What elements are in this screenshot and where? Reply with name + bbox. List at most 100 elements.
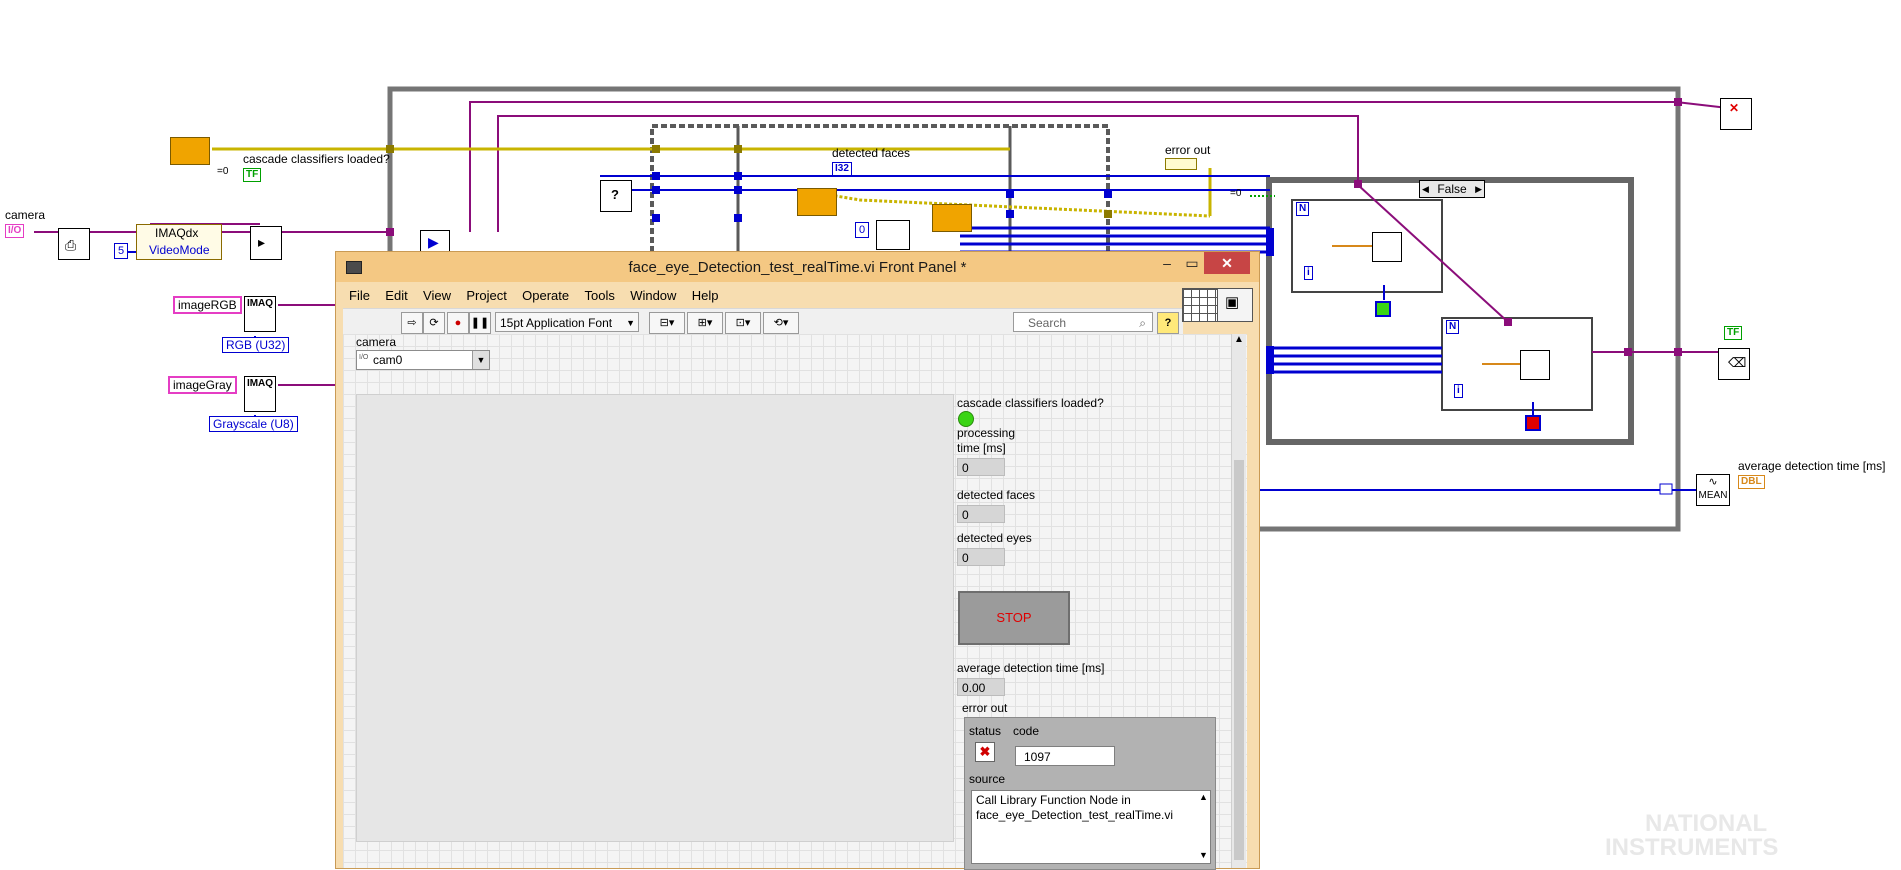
image-rgb-control[interactable]: imageRGB: [173, 296, 242, 314]
question-icon: ?: [611, 187, 619, 202]
case-selector[interactable]: ◀ False ▶: [1419, 180, 1485, 198]
cascade-label: cascade classifiers loaded?: [957, 396, 1104, 410]
search-placeholder: Search: [1028, 316, 1067, 330]
menu-window[interactable]: Window: [630, 288, 677, 303]
menu-operate[interactable]: Operate: [522, 288, 570, 303]
vi-window-icon[interactable]: [346, 261, 362, 274]
imaq-label: IMAQ: [246, 298, 274, 309]
run-arrow-icon: ⇨: [407, 317, 417, 329]
tf-const[interactable]: TF: [1724, 326, 1743, 340]
error-source-label: source: [969, 772, 1006, 786]
avg-time-terminal[interactable]: DBL: [1738, 475, 1765, 489]
align-objects-button[interactable]: ⊟▾: [649, 312, 685, 334]
menu-project[interactable]: Project: [466, 288, 507, 303]
run-continuous-icon: ⟳: [429, 317, 439, 329]
abort-button[interactable]: ●: [447, 312, 469, 334]
font-selector[interactable]: 15pt Application Font ▼: [495, 312, 639, 332]
imaq-label: IMAQ: [246, 378, 274, 389]
distribute-objects-button[interactable]: ⊞▾: [687, 312, 723, 334]
connector-pane[interactable]: [1182, 288, 1218, 322]
menu-help[interactable]: Help: [691, 288, 719, 303]
mean-node[interactable]: ∿ MEAN: [1696, 474, 1730, 506]
avg-time-indicator: 0.00: [957, 678, 1005, 696]
case-next-icon[interactable]: ▶: [1475, 184, 1482, 194]
camera-terminal[interactable]: I/O: [5, 224, 25, 238]
chevron-down-icon[interactable]: ▼: [472, 351, 489, 369]
classifier-loader-node[interactable]: [170, 137, 210, 165]
rgb-type-const[interactable]: RGB (U32): [222, 337, 290, 353]
menu-edit[interactable]: Edit: [385, 288, 408, 303]
scrollbar-thumb[interactable]: [1234, 460, 1244, 860]
maximize-button[interactable]: ▭: [1180, 252, 1204, 274]
camera-value: cam0: [373, 353, 403, 367]
zero-const[interactable]: 0: [855, 222, 870, 238]
dispose-image-node[interactable]: ⌫: [1718, 348, 1750, 380]
build-array-node[interactable]: [876, 220, 910, 250]
stop-button[interactable]: STOP: [958, 591, 1070, 645]
close-camera-node[interactable]: ✕: [1720, 98, 1752, 130]
pause-button[interactable]: ❚❚: [469, 312, 491, 334]
align-icon: ⊟▾: [659, 317, 675, 329]
eq-zero-node: =0: [217, 166, 229, 177]
vertical-scrollbar[interactable]: ▲: [1231, 334, 1246, 868]
imaqdx-property-node[interactable]: IMAQdx VideoMode: [136, 224, 222, 260]
watermark-line-2: INSTRUMENTS: [1605, 834, 1779, 861]
play-icon: ▶: [428, 234, 439, 250]
vi-icon[interactable]: ▣: [1217, 288, 1253, 322]
menu-tools[interactable]: Tools: [584, 288, 615, 303]
source-scroll-down-icon[interactable]: ▼: [1199, 850, 1208, 860]
error-source-indicator: Call Library Function Node in face_eye_D…: [971, 790, 1211, 864]
case-prev-icon[interactable]: ◀: [1422, 184, 1429, 194]
image-gray-control[interactable]: imageGray: [168, 376, 237, 394]
start-acquisition-node[interactable]: ▸: [250, 226, 282, 260]
imaq-create-gray-node[interactable]: IMAQ: [244, 376, 276, 412]
menu-file[interactable]: File: [349, 288, 370, 303]
processing-time-indicator: 0: [957, 458, 1005, 476]
for-loop-count-1: N: [1296, 202, 1310, 216]
detected-faces-label: detected faces: [957, 488, 1036, 502]
detected-faces-label-diagram: detected faces: [832, 146, 911, 160]
face-detect-node[interactable]: [797, 188, 837, 216]
gray-type-const[interactable]: Grayscale (U8): [209, 416, 298, 432]
error-status-label: status: [969, 724, 1002, 738]
detected-eyes-label: detected eyes: [957, 531, 1032, 545]
open-camera-node[interactable]: ⎙: [58, 228, 90, 260]
image-display[interactable]: [356, 394, 954, 842]
run-continuously-button[interactable]: ⟳: [423, 312, 445, 334]
minimize-icon: –: [1163, 255, 1171, 271]
videomode-const[interactable]: 5: [114, 243, 129, 259]
play-icon: ▸: [258, 234, 266, 250]
select-node[interactable]: ?: [600, 180, 632, 212]
reorder-button[interactable]: ⟲▾: [763, 312, 799, 334]
distribute-icon: ⊞▾: [697, 317, 713, 329]
search-box[interactable]: Search ⌕: [1013, 312, 1153, 332]
overlay-node-1[interactable]: [1372, 232, 1402, 262]
detected-faces-terminal[interactable]: I32: [832, 162, 852, 176]
search-icon: ⌕: [1139, 316, 1146, 330]
pause-icon: ❚❚: [470, 317, 490, 329]
help-button[interactable]: ?: [1157, 312, 1179, 334]
abort-icon: ●: [454, 317, 462, 329]
scroll-up-icon[interactable]: ▲: [1234, 334, 1244, 345]
camera-icon: ⎙: [65, 237, 77, 253]
run-button[interactable]: ⇨: [401, 312, 423, 334]
overlay-node-2[interactable]: [1520, 350, 1550, 380]
menu-view[interactable]: View: [423, 288, 451, 303]
io-prefix: I/O: [359, 354, 369, 361]
resize-objects-button[interactable]: ⊡▾: [725, 312, 761, 334]
imaq-create-rgb-node[interactable]: IMAQ: [244, 296, 276, 332]
front-panel-window[interactable]: face_eye_Detection_test_realTime.vi Fron…: [335, 251, 1260, 870]
imaqdx-label: IMAQdx: [155, 226, 199, 240]
source-scroll-up-icon[interactable]: ▲: [1199, 792, 1208, 802]
eye-detect-node[interactable]: [932, 204, 972, 232]
detected-eyes-indicator: 0: [957, 548, 1005, 566]
avg-time-label: average detection time [ms]: [957, 661, 1105, 675]
camera-select[interactable]: I/O cam0 ▼: [356, 350, 490, 370]
close-button[interactable]: ✕: [1204, 252, 1250, 274]
title-bar[interactable]: face_eye_Detection_test_realTime.vi Fron…: [336, 252, 1259, 282]
minimize-button[interactable]: –: [1154, 252, 1180, 274]
cascade-indicator-terminal[interactable]: TF: [243, 168, 262, 182]
for-loop-1: [1291, 199, 1443, 293]
error-out-terminal[interactable]: [1165, 158, 1197, 170]
